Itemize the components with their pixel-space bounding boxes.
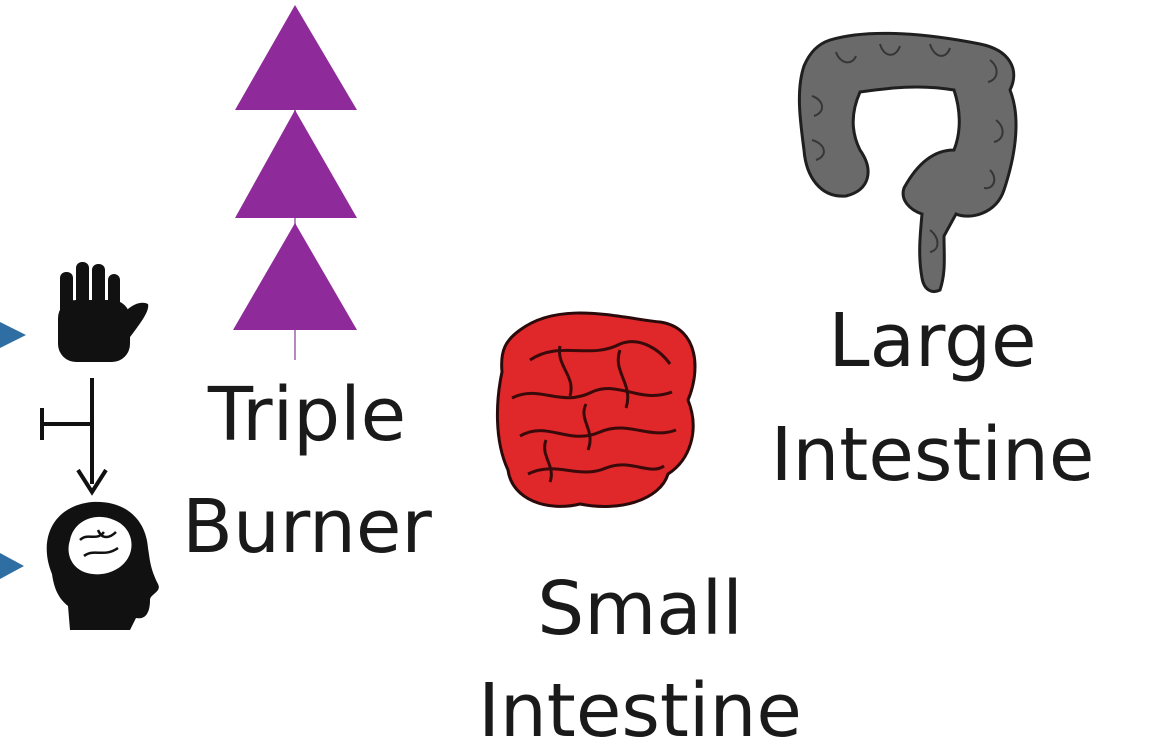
triple-burner-label: Triple Burner bbox=[172, 378, 442, 602]
small-intestine-label-line-2: Intestine bbox=[460, 674, 820, 750]
head-brain-icon bbox=[47, 502, 159, 630]
large-intestine-label-line-2: Intestine bbox=[760, 418, 1105, 532]
large-intestine-icon bbox=[799, 33, 1016, 291]
triple-burner-label-line-1: Triple bbox=[172, 378, 442, 490]
arrow-head-blue-bottom bbox=[0, 553, 24, 579]
small-intestine-icon bbox=[497, 313, 695, 506]
arrow-head-blue-top bbox=[0, 322, 26, 348]
triangle-bottom bbox=[233, 223, 357, 330]
small-intestine-label-line-1: Small bbox=[460, 572, 820, 674]
connector-lines bbox=[42, 378, 106, 492]
large-intestine-label-line-1: Large bbox=[760, 304, 1105, 418]
small-intestine-label: Small Intestine bbox=[460, 572, 820, 750]
triple-burner-label-line-2: Burner bbox=[172, 490, 442, 602]
triangle-stack-icon bbox=[233, 5, 357, 360]
triangle-middle bbox=[235, 110, 357, 218]
triangle-top bbox=[235, 5, 357, 110]
large-intestine-label: Large Intestine bbox=[760, 304, 1105, 532]
hand-icon bbox=[58, 262, 148, 362]
